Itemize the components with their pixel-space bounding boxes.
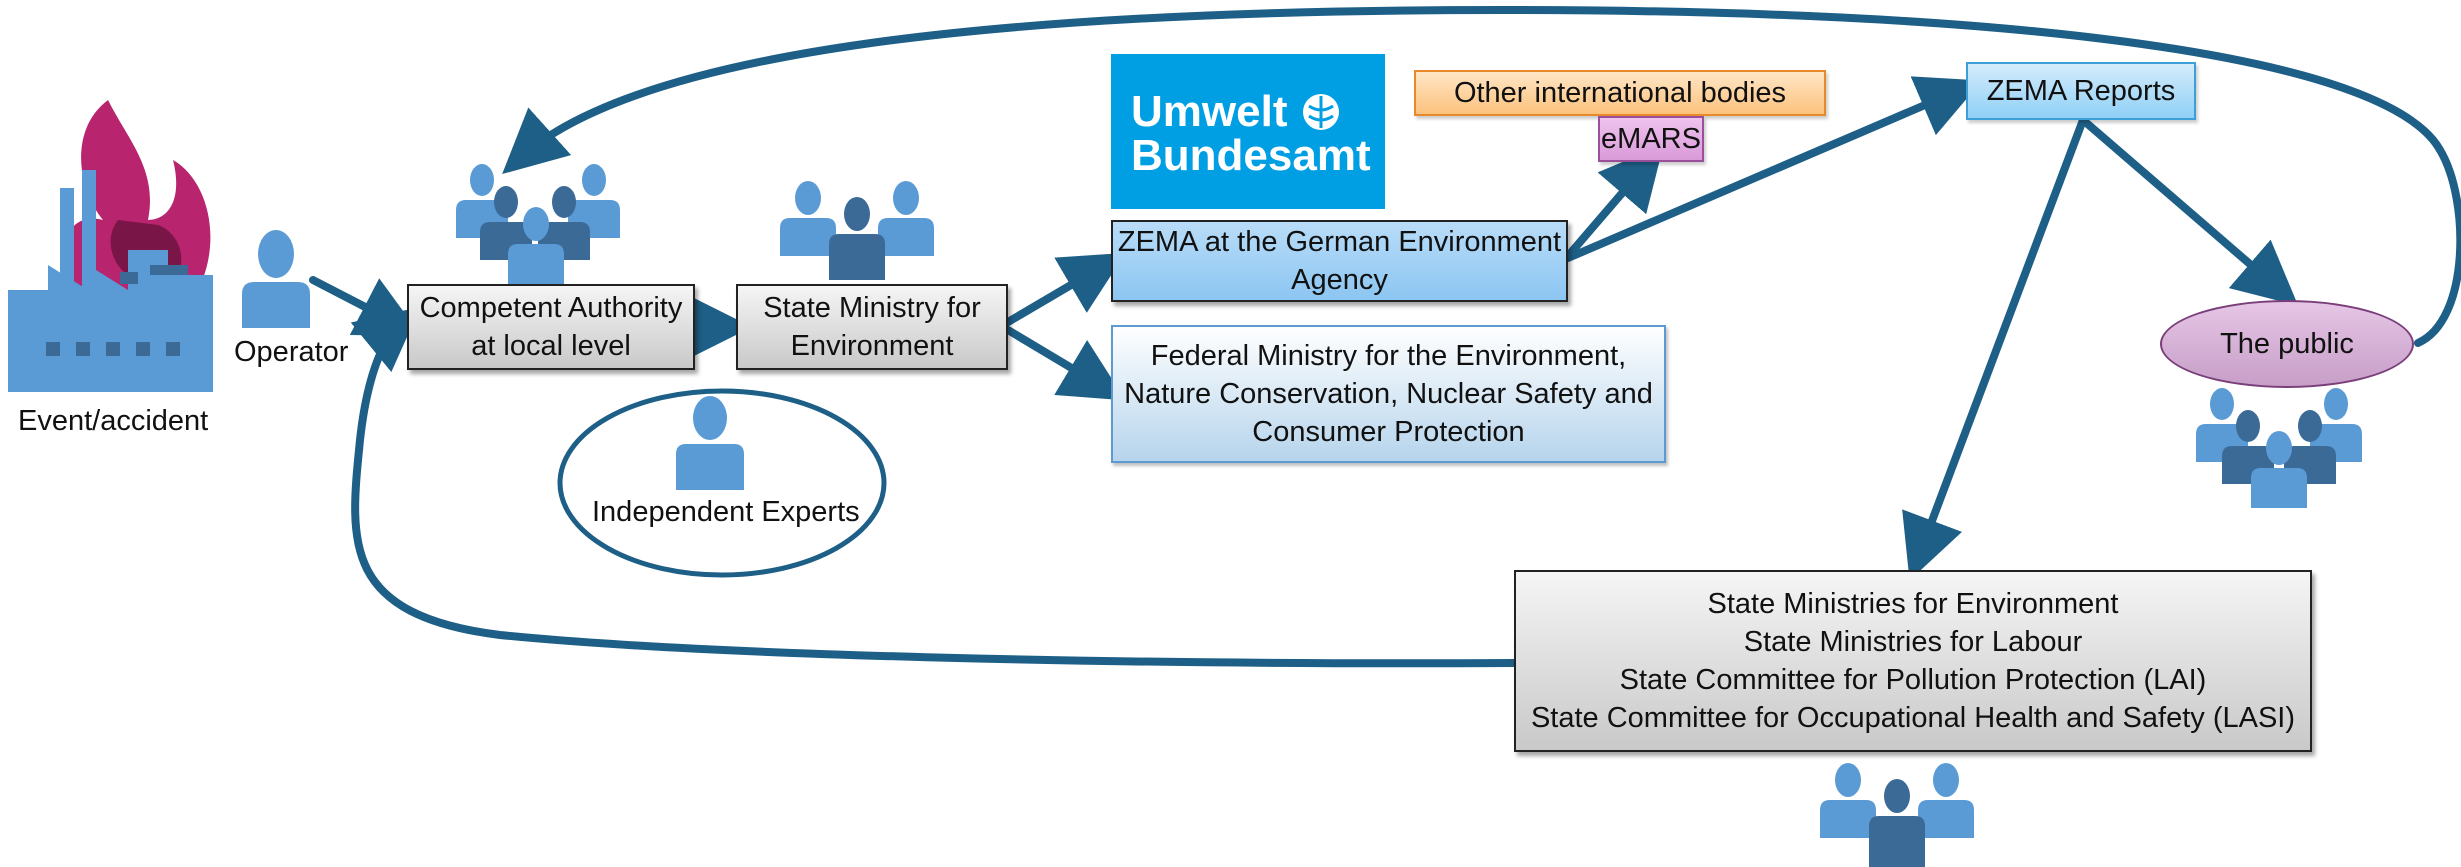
arrow-state-ministry-to-federal xyxy=(1004,326,1126,401)
umweltbundesamt-logo: Umwelt Bundesamt xyxy=(1111,54,1385,209)
federal-ministry-box: Federal Ministry for the Environment, Na… xyxy=(1111,325,1666,463)
state-ministry-group-icon xyxy=(780,181,934,280)
authority-group-icon xyxy=(456,164,620,284)
logo-emblem-icon xyxy=(1303,94,1340,130)
arrow-zema-to-emars xyxy=(1564,144,1664,260)
arrow-operator-to-authority xyxy=(309,276,422,337)
emars-box: eMARS xyxy=(1598,116,1704,162)
public-group-icon xyxy=(2196,388,2362,508)
logo-line1: Umwelt xyxy=(1131,87,1288,136)
operator-label: Operator xyxy=(234,336,349,368)
independent-experts-label: Independent Experts xyxy=(592,496,860,528)
logo-line2: Bundesamt xyxy=(1131,131,1371,180)
arrow-zema-to-reports xyxy=(1564,76,1983,262)
state-ministry-box: State Ministry for Environment xyxy=(736,284,1008,370)
event-label: Event/accident xyxy=(18,405,209,437)
independent-expert-person-icon xyxy=(676,396,744,490)
arrow-reports-to-state-ministries xyxy=(1902,116,2087,581)
competent-authority-box: Competent Authority at local level xyxy=(407,284,695,370)
arrow-reports-to-public xyxy=(2079,116,2299,306)
factory-fire-icon xyxy=(8,100,213,392)
arrow-state-ministries-to-authority xyxy=(350,306,1518,668)
state-ministries-box: State Ministries for Environment State M… xyxy=(1514,570,2312,752)
operator-person-icon xyxy=(242,230,310,328)
state-ministries-group-icon xyxy=(1820,763,1974,867)
zema-agency-box: ZEMA at the German Environment Agency xyxy=(1111,220,1568,302)
zema-reports-box: ZEMA Reports xyxy=(1966,62,2196,120)
independent-experts-ellipse xyxy=(557,388,887,578)
other-international-bodies-box: Other international bodies xyxy=(1414,70,1826,116)
arrow-public-to-authority xyxy=(502,5,2461,347)
arrow-state-ministry-to-zema xyxy=(1004,252,1126,326)
the-public-ellipse: The public xyxy=(2160,300,2414,388)
